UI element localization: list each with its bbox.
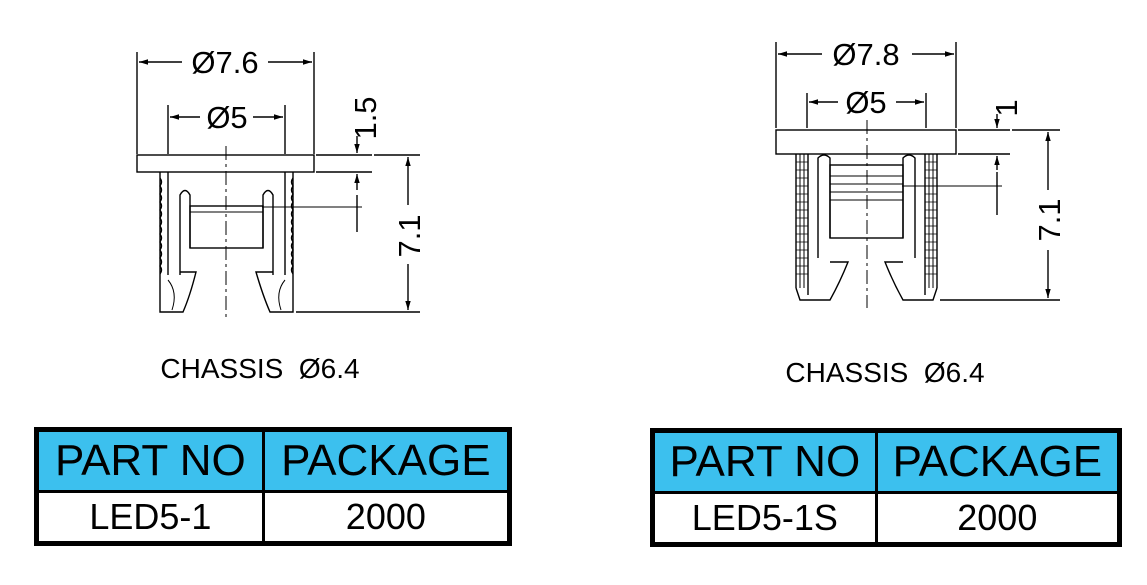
right-package-value: 2000 <box>874 491 1122 546</box>
left-dim-flange: 1.5 <box>348 96 383 139</box>
left-dim-outer: Ø7.6 <box>191 45 258 80</box>
left-dim-inner: Ø5 <box>206 100 247 135</box>
right-header-package: PACKAGE <box>874 429 1122 494</box>
right-part-no-value: LED5-1S <box>651 491 878 546</box>
left-part-drawing <box>136 52 420 318</box>
left-header-part-no: PART NO <box>35 428 265 493</box>
right-header-part-no: PART NO <box>651 429 878 494</box>
right-dim-flange: 1 <box>989 99 1024 116</box>
left-header-package: PACKAGE <box>261 428 512 493</box>
left-dim-height: 7.1 <box>392 214 427 257</box>
right-dim-outer: Ø7.8 <box>832 37 899 72</box>
left-part-no-value: LED5-1 <box>35 490 265 545</box>
right-parts-table: PART NO PACKAGE LED5-1S 2000 <box>650 428 1122 547</box>
left-package-value: 2000 <box>261 490 512 545</box>
right-chassis-label: CHASSIS Ø6.4 <box>785 357 984 388</box>
right-dim-height: 7.1 <box>1032 198 1067 241</box>
right-dim-inner: Ø5 <box>845 85 886 120</box>
left-parts-table: PART NO PACKAGE LED5-1 2000 <box>34 427 512 546</box>
left-chassis-label: CHASSIS Ø6.4 <box>160 353 359 384</box>
right-part-drawing <box>775 42 1060 308</box>
